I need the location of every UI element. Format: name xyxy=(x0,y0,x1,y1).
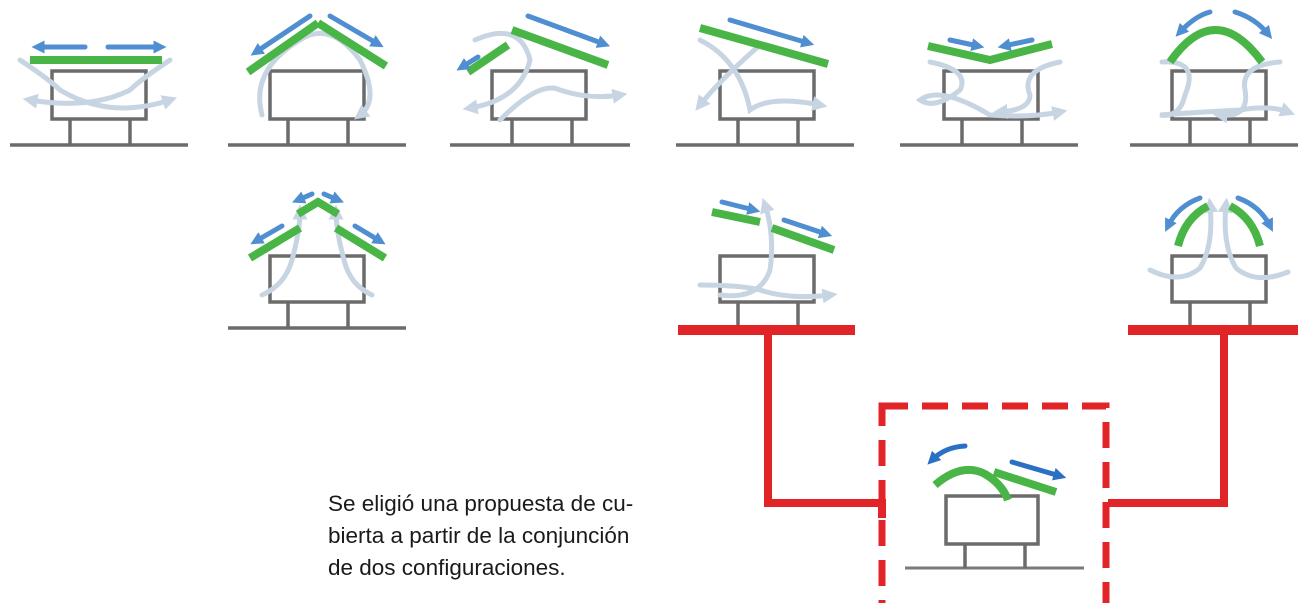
wind-flow-arrow xyxy=(697,37,828,115)
wind-flow-arrow xyxy=(497,85,628,123)
roof-panel xyxy=(1166,26,1266,65)
caption-text: Se eligió una propuesta de cu- bierta a … xyxy=(328,488,748,584)
config-butterfly-roof xyxy=(900,37,1078,147)
building-legs xyxy=(963,544,1027,568)
caption-line: bierta a partir de la conjunción xyxy=(328,523,630,548)
wind-flow-arrow xyxy=(697,282,838,304)
config-single-shed-roof xyxy=(676,17,854,147)
wind-flow-arrow xyxy=(695,42,763,111)
building-legs xyxy=(736,119,800,145)
building-box xyxy=(944,494,1040,546)
ridge-cap-panel xyxy=(295,197,341,218)
rain-runoff-arrow xyxy=(947,37,985,51)
wind-flow-arrow xyxy=(328,204,375,298)
config-offset-shed-clerestory xyxy=(697,197,838,326)
config-gable-roof xyxy=(228,13,406,147)
building-box xyxy=(718,69,816,121)
rain-runoff-arrow xyxy=(525,13,611,48)
building-box xyxy=(942,69,1040,121)
connector-line-right xyxy=(1108,335,1228,507)
wind-flow-arrow xyxy=(992,59,1063,119)
rain-runoff-arrow xyxy=(292,191,315,204)
config-selected-combination xyxy=(905,443,1084,570)
rain-runoff-arrow xyxy=(1009,459,1067,481)
config-flat-roof xyxy=(10,40,188,147)
wind-flow-arrow xyxy=(1212,59,1283,124)
config-vaulted-roof xyxy=(1130,9,1298,147)
roof-panel xyxy=(711,208,761,226)
rain-runoff-arrow xyxy=(997,37,1035,51)
rain-runoff-arrow xyxy=(250,223,285,245)
roof-panel xyxy=(245,19,389,76)
rain-runoff-arrow xyxy=(352,223,386,245)
roof-panel xyxy=(927,40,1053,65)
wind-flow-arrow xyxy=(915,59,1068,121)
roof-panel xyxy=(247,224,388,262)
roof-panel xyxy=(1228,202,1264,248)
rain-runoff-arrow xyxy=(327,13,384,48)
roof-panel xyxy=(1174,202,1210,248)
wind-flow-arrow xyxy=(462,30,533,115)
wind-flow-arrow xyxy=(17,57,178,111)
sloped-roof-panel xyxy=(992,468,1058,496)
building-box xyxy=(268,69,366,121)
rain-runoff-arrow xyxy=(719,199,761,215)
building-box xyxy=(1170,254,1268,304)
rain-runoff-arrow xyxy=(1235,195,1273,232)
wind-flow-arrow xyxy=(1159,59,1295,118)
rain-runoff-arrow xyxy=(781,217,833,239)
building-legs xyxy=(960,119,1024,145)
selected-solution-frame xyxy=(878,402,1110,608)
roof-panel xyxy=(465,41,511,76)
config-offset-shed-roof xyxy=(450,13,630,147)
connector-line-left xyxy=(764,335,886,518)
rain-runoff-arrow xyxy=(456,54,481,71)
building-legs xyxy=(736,302,800,326)
building-legs xyxy=(286,119,350,145)
rain-runoff-arrow xyxy=(1232,9,1273,40)
wind-flow-arrow xyxy=(1147,197,1219,280)
caption-line: de dos configuraciones. xyxy=(328,555,566,580)
building-legs xyxy=(68,119,132,145)
rain-runoff-arrow xyxy=(927,443,968,465)
selection-connector xyxy=(678,325,1298,608)
roof-panel xyxy=(510,26,610,69)
roof-panel xyxy=(770,224,836,254)
wind-flow-arrow xyxy=(259,204,308,298)
wind-flow-arrow xyxy=(22,57,173,109)
rain-runoff-arrow xyxy=(727,17,815,48)
rain-runoff-arrow xyxy=(1175,9,1213,37)
building-legs xyxy=(1188,119,1252,145)
wind-flow-arrow xyxy=(1217,197,1291,281)
config-split-gable-roof xyxy=(228,191,406,330)
building-box xyxy=(268,254,366,304)
caption-line: Se eligió una propuesta de cu- xyxy=(328,491,634,516)
rain-runoff-arrow xyxy=(250,13,313,56)
roof-panel xyxy=(698,24,830,68)
wind-flow-arrow xyxy=(257,30,373,120)
building-legs xyxy=(286,302,350,328)
wind-flow-arrow xyxy=(717,197,775,299)
building-legs xyxy=(510,119,574,145)
rain-runoff-arrow xyxy=(1165,195,1203,232)
curved-roof-panel xyxy=(932,465,1012,502)
building-legs xyxy=(1188,302,1252,326)
config-split-vault-roof xyxy=(1147,195,1291,326)
rain-runoff-arrow xyxy=(321,191,344,204)
